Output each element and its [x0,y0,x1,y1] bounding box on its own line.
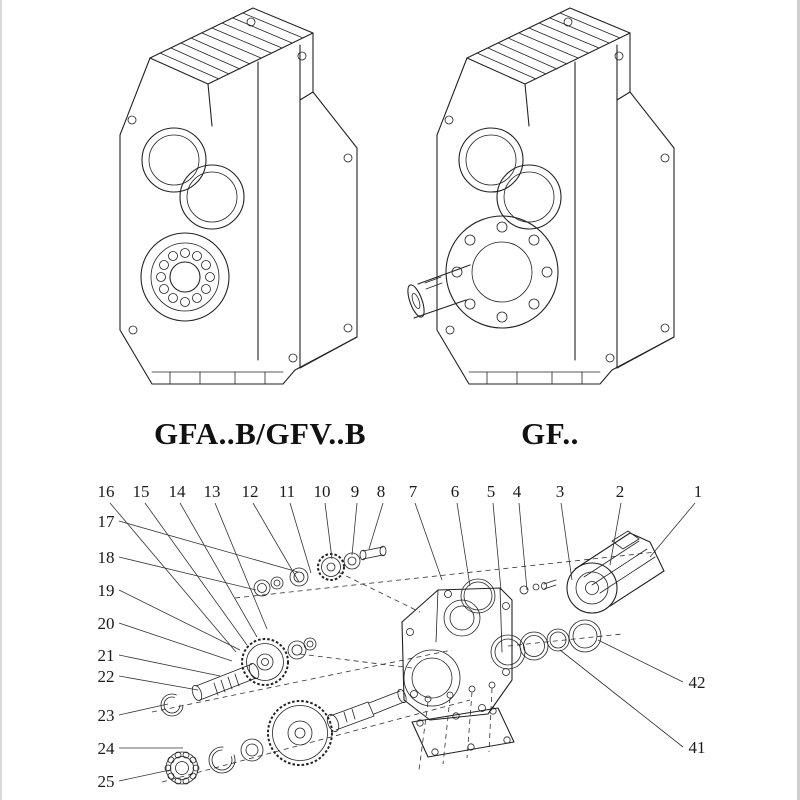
callout-numbers: 16 15 14 13 12 11 10 9 8 7 6 5 4 3 2 1 1… [98,482,706,791]
part-input-gear [317,553,345,581]
gearbox-gfab-feet [151,371,284,385]
leader-line-4 [518,502,528,591]
part-spacer-washer [240,738,264,762]
leader-line-7 [414,502,443,581]
callout-41: 41 [689,738,706,757]
callout-20: 20 [98,614,115,633]
gearbox-gf-bores [458,127,562,230]
leader-line-8 [368,502,384,550]
part-output-shaft [326,688,407,732]
callout-1: 1 [694,482,703,501]
leader-line-18 [118,556,257,591]
callout-15: 15 [133,482,150,501]
part-shim-ring [460,578,496,614]
leader-line-12 [252,502,300,583]
assembly-axis-lines [151,551,657,783]
part-input-washers [253,567,309,597]
part-cover-gasket [411,681,515,758]
gearbox-gfab-drawing [119,7,358,385]
part-ball-bearing [164,751,200,785]
callout-2: 2 [616,482,625,501]
leader-line-19 [118,589,241,651]
leader-line-2 [609,502,622,566]
leader-line-16 [109,502,237,653]
gearbox-gf-feet [468,371,601,385]
callout-23: 23 [98,706,115,725]
exploded-parts-diagram: 16 15 14 13 12 11 10 9 8 7 6 5 4 3 2 1 1… [98,482,706,791]
gearbox-gfab-bearing [140,232,230,322]
leader-line-10 [324,502,333,560]
callout-18: 18 [98,548,115,567]
leader-line-6 [456,502,471,587]
leader-line-9 [351,502,358,556]
part-pinion-shaft [191,662,260,702]
callout-25: 25 [98,772,115,791]
leader-line-14 [179,502,258,638]
gearbox-gf-output-flange [445,215,559,329]
page-edge-left [0,0,2,800]
leader-line-25 [118,769,171,782]
callout-9: 9 [351,482,360,501]
part-fasteners [519,579,557,595]
gearbox-gfab-bolt-holes [127,17,353,363]
leader-line-3 [560,502,573,581]
part-motor [566,530,665,614]
gearbox-gf-output-shaft [407,264,471,319]
callout-4: 4 [513,482,522,501]
model-label-gfab: GFA..B/GFV..B [153,416,367,451]
callout-5: 5 [487,482,496,501]
callout-7: 7 [409,482,418,501]
leader-line-23 [118,703,169,716]
callout-11: 11 [279,482,295,501]
page-edge-right [797,0,800,800]
part-washer [343,552,361,570]
gearbox-gf-ribs [476,12,621,80]
part-seal-rings [490,619,602,670]
leader-line-15 [144,502,248,646]
callout-42: 42 [689,673,706,692]
leader-line-20 [118,622,233,662]
leader-line-13 [214,502,268,630]
leader-line-42 [597,639,684,683]
part-intermediate-gear [241,638,289,686]
callout-21: 21 [98,646,115,665]
model-label-gf: GF.. [521,416,579,451]
leader-line-5 [492,502,502,591]
callout-16: 16 [98,482,115,501]
part-snap-ring [208,746,236,774]
part-housing [401,587,513,721]
gearbox-gf-drawing [407,7,675,385]
callout-14: 14 [169,482,187,501]
leader-line-17 [118,520,299,573]
callout-17: 17 [98,512,116,531]
leader-line-11 [289,502,312,574]
callout-13: 13 [204,482,221,501]
callout-24: 24 [98,739,116,758]
callout-12: 12 [242,482,259,501]
leader-line-22 [118,675,199,691]
gearbox-gf-bolt-holes [444,17,670,363]
callout-3: 3 [556,482,565,501]
leader-line-41 [559,649,684,748]
part-output-gear [267,700,333,766]
callout-6: 6 [451,482,460,501]
gearbox-gfab-bores [141,127,245,230]
leader-line-1 [649,502,696,558]
part-input-pinion [359,545,387,561]
part-mid-washers [287,637,317,660]
leader-line-21 [118,654,221,677]
leader-lines [109,502,696,782]
gearbox-gfab-ribs [159,12,304,80]
callout-10: 10 [314,482,331,501]
callout-22: 22 [98,667,115,686]
callout-19: 19 [98,581,115,600]
callout-8: 8 [377,482,386,501]
